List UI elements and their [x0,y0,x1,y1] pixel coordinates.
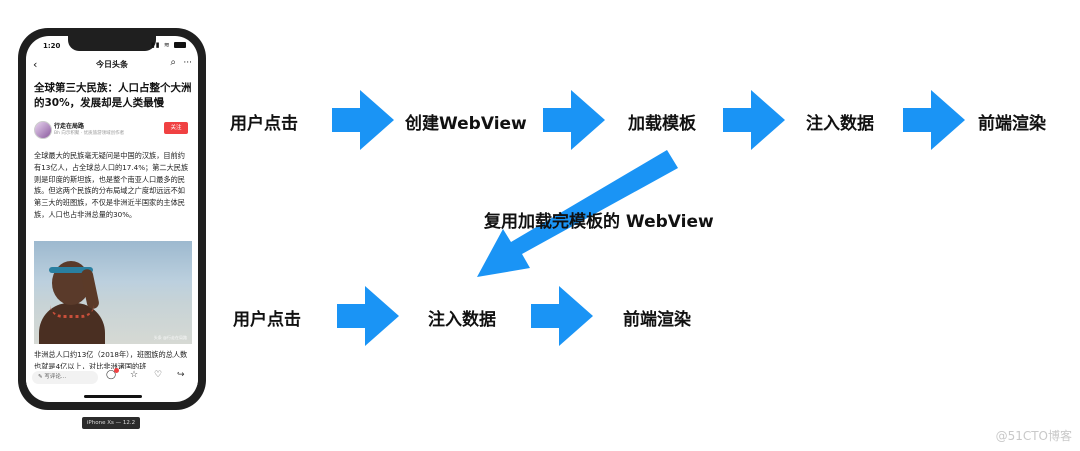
flow-top-step-5: 前端渲染 [978,114,1046,134]
article-body-continued: 非洲总人口约13亿（2018年），班图族的总人数也就是4亿以上，对比非洲诸国的班 [34,350,188,371]
arrow-shape [477,150,678,277]
site-watermark: @51CTO博客 [995,429,1072,443]
author-row: 行走在局路 Bh 向示积聚 · 优质旅游领域创作者 关注 [34,120,192,142]
author-meta: Bh 向示积聚 · 优质旅游领域创作者 [54,131,125,136]
phone-mockup: 1:20 ▮▮ ≋ ‹ 今日头条 ⌕ ··· 全球第三大民族：人口占整个大洲的3… [18,28,206,410]
search-icon[interactable]: ⌕ [170,57,176,68]
image-headband [49,267,93,273]
flow-top-step-3: 加载模板 [628,114,696,134]
status-time: 1:20 [43,42,61,50]
flow-top-step-2: 创建WebView [405,114,527,134]
flow-arrow-3 [723,90,785,150]
avatar[interactable] [34,121,52,139]
comment-placeholder: 写评论... [44,374,67,380]
device-label: iPhone Xs — 12.2 [82,417,140,429]
image-watermark: 头条 @行走在局路 [153,335,187,340]
arrow-shape [543,90,605,150]
comment-icon[interactable]: ◯ [106,370,117,380]
arrow-shape [531,286,593,346]
flow-arrow-1 [332,90,394,150]
battery-icon [174,42,186,48]
comment-input[interactable]: ✎ 写评论... [32,371,98,384]
article-image: 头条 @行走在局路 [34,241,192,344]
flow-arrow-2 [543,90,605,150]
reuse-label: 复用加载完模板的 WebView [484,212,714,232]
comment-count-badge [114,368,119,373]
phone-notch [68,36,156,51]
like-icon[interactable]: ♡ [154,370,163,380]
bottom-action-bar: ✎ 写评论... ◯ ☆ ♡ ↪ [26,368,198,387]
arrow-shape [337,286,399,346]
arrow-shape [903,90,965,150]
signal-icon: ▮▮ [150,41,161,49]
nav-bar: ‹ 今日头条 ⌕ ··· [26,57,198,74]
flow-bottom-step-2: 注入数据 [428,310,496,330]
reuse-arrow [477,150,678,277]
wifi-icon: ≋ [163,41,171,49]
home-indicator [84,395,142,398]
back-icon[interactable]: ‹ [33,58,38,71]
flow-bottom-step-1: 用户点击 [233,310,301,330]
flow-bottom-step-3: 前端渲染 [623,310,691,330]
author-name[interactable]: 行走在局路 [54,123,85,130]
status-icons: ▮▮ ≋ [151,41,186,49]
phone-screen: 1:20 ▮▮ ≋ ‹ 今日头条 ⌕ ··· 全球第三大民族：人口占整个大洲的3… [26,36,198,402]
flow-arrow-4 [903,90,965,150]
article-title: 全球第三大民族：人口占整个大洲的30%，发展却是人类最慢 [34,82,192,109]
flow-top-step-4: 注入数据 [806,114,874,134]
flow-arrow-6 [531,286,593,346]
arrow-shape [332,90,394,150]
arrow-shape [723,90,785,150]
pencil-icon: ✎ [38,374,45,380]
image-necklace [50,305,94,318]
flow-arrow-5 [337,286,399,346]
more-icon[interactable]: ··· [183,58,192,68]
flow-top-step-1: 用户点击 [230,114,298,134]
share-icon[interactable]: ↪ [177,370,185,380]
article-body: 全球最大的民族毫无疑问是中国的汉族，目前约有13亿人，占全球总人口的17.4%；… [34,151,189,219]
star-icon[interactable]: ☆ [130,370,139,380]
nav-title: 今日头条 [96,60,128,69]
follow-button[interactable]: 关注 [164,122,188,134]
